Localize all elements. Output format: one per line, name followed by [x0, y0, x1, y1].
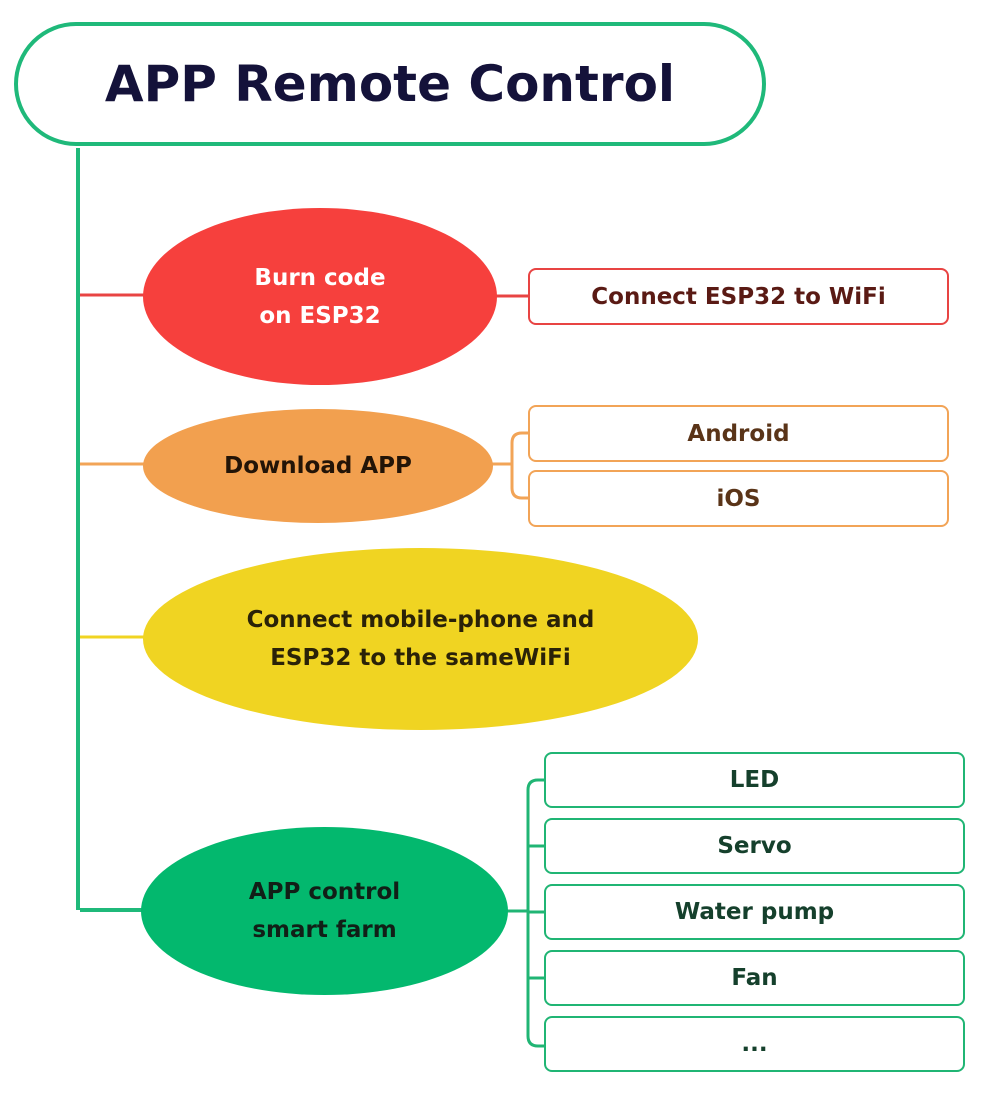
box-more: ...: [544, 1016, 965, 1072]
box-led-label: LED: [729, 767, 780, 793]
box-water-pump-label: Water pump: [674, 899, 835, 925]
step-download-app: Download APP: [143, 409, 493, 523]
step-app-control-line-1: APP control: [248, 879, 401, 905]
box-fan: Fan: [544, 950, 965, 1006]
step-connect-line-2: ESP32 to the sameWiFi: [270, 645, 571, 671]
step-connect-same-wifi: Connect mobile-phone and ESP32 to the sa…: [143, 548, 698, 730]
box-ios-label: iOS: [716, 485, 761, 512]
title-box: APP Remote Control: [14, 22, 766, 146]
box-led: LED: [544, 752, 965, 808]
page-title: APP Remote Control: [104, 55, 676, 113]
box-more-label: ...: [741, 1031, 768, 1057]
box-connect-esp32-wifi-label: Connect ESP32 to WiFi: [591, 283, 886, 310]
step-burn-code-line-1: Burn code: [254, 264, 386, 291]
box-connect-esp32-wifi: Connect ESP32 to WiFi: [528, 268, 949, 325]
box-fan-label: Fan: [731, 965, 778, 991]
step-download-app-label: Download APP: [224, 453, 412, 479]
step-app-control: APP control smart farm: [141, 827, 508, 995]
box-servo: Servo: [544, 818, 965, 874]
box-ios: iOS: [528, 470, 949, 527]
step-burn-code-line-2: on ESP32: [259, 302, 381, 329]
box-android: Android: [528, 405, 949, 462]
box-water-pump: Water pump: [544, 884, 965, 940]
step-connect-line-1: Connect mobile-phone and: [246, 607, 595, 633]
bracket-line-download: [490, 431, 528, 500]
bracket-line-app-control: [505, 778, 545, 1048]
step-burn-code: Burn code on ESP32: [143, 208, 497, 385]
box-servo-label: Servo: [717, 833, 792, 859]
box-android-label: Android: [687, 420, 790, 447]
step-app-control-line-2: smart farm: [252, 917, 397, 943]
